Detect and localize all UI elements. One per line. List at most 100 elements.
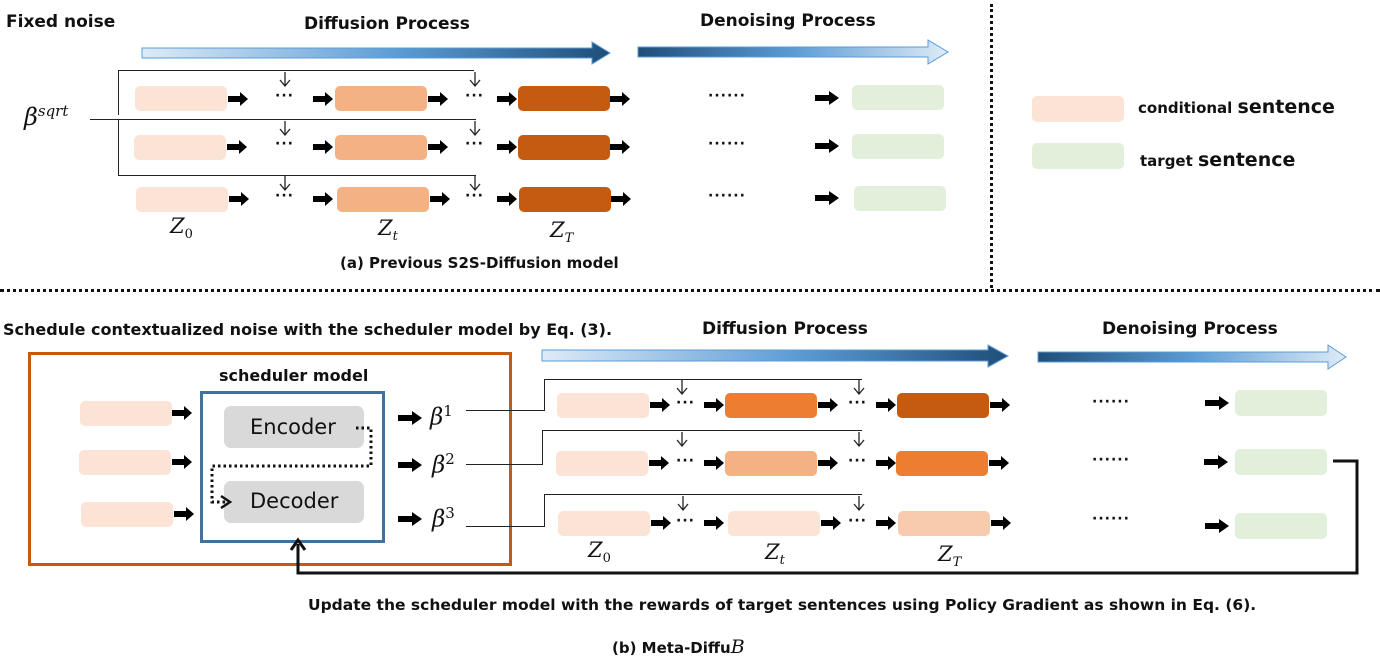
conditional-block	[134, 135, 226, 160]
conditional-block	[81, 502, 173, 527]
right-arrow-icon	[228, 92, 248, 106]
legend-swatch-conditional	[1032, 96, 1124, 122]
intermediate-block	[335, 135, 427, 160]
noise-line	[542, 430, 544, 465]
right-arrow-icon	[430, 192, 450, 206]
final-noise-block	[898, 511, 990, 536]
final-noise-block	[897, 393, 989, 418]
noise-line	[90, 119, 476, 121]
noise-line	[544, 379, 546, 411]
right-arrow-icon	[428, 92, 448, 106]
z0-label: Z0	[170, 214, 193, 243]
beta-sqrt-label: βsqrt	[24, 102, 68, 131]
ellipsis: ···	[275, 136, 294, 152]
intermediate-block	[335, 86, 427, 111]
denoising-process-arrow-a	[637, 39, 949, 65]
noise-line	[118, 175, 476, 177]
scheduler-model-box	[200, 391, 385, 543]
down-arrow-icon	[279, 121, 291, 137]
conditional-block	[556, 451, 648, 476]
right-arrow-icon	[227, 140, 247, 154]
right-arrow-icon	[398, 411, 422, 425]
right-arrow-icon	[876, 516, 896, 530]
zT-label: ZT	[938, 542, 962, 571]
denoising-process-arrow-b	[1037, 344, 1347, 370]
intermediate-block	[725, 393, 817, 418]
beta-2-label: β2	[432, 450, 455, 479]
noise-line	[544, 494, 862, 496]
noise-line	[544, 379, 862, 381]
right-arrow-icon	[650, 398, 670, 412]
right-arrow-icon	[610, 92, 630, 106]
right-arrow-icon	[704, 516, 724, 530]
right-arrow-icon	[1205, 396, 1229, 410]
conditional-block	[79, 450, 171, 475]
down-arrow-icon	[677, 496, 689, 512]
horizontal-divider	[0, 289, 1380, 292]
beta-symbol: β	[24, 103, 38, 131]
ellipsis: ······	[1092, 511, 1130, 527]
right-arrow-icon	[172, 406, 192, 420]
right-arrow-icon	[815, 191, 839, 205]
right-arrow-icon	[876, 456, 896, 470]
final-noise-block	[896, 451, 988, 476]
target-block	[854, 186, 946, 211]
conditional-block	[557, 393, 649, 418]
encoder-to-decoder-dotted-arrow	[210, 426, 373, 510]
right-arrow-icon	[991, 516, 1011, 530]
schedule-note: Schedule contextualized noise with the s…	[3, 320, 613, 339]
right-arrow-icon	[989, 456, 1009, 470]
right-arrow-icon	[1204, 455, 1228, 469]
target-block	[1235, 390, 1327, 416]
right-arrow-icon	[313, 92, 333, 106]
right-arrow-icon	[172, 455, 192, 469]
ellipsis: ···	[465, 188, 484, 204]
ellipsis: ···	[848, 513, 867, 529]
ellipsis: ······	[1092, 394, 1130, 410]
ellipsis: ···	[676, 513, 695, 529]
ellipsis: ···	[465, 136, 484, 152]
right-arrow-icon	[229, 192, 249, 206]
right-arrow-icon	[649, 456, 669, 470]
right-arrow-icon	[497, 140, 517, 154]
down-arrow-icon	[469, 72, 481, 88]
intermediate-block	[725, 451, 817, 476]
encoder-label: Encoder	[250, 415, 336, 439]
conditional-block	[80, 401, 172, 426]
right-arrow-icon	[428, 140, 448, 154]
final-noise-block	[518, 135, 610, 160]
right-arrow-icon	[990, 398, 1010, 412]
noise-line	[118, 70, 120, 115]
right-arrow-icon	[398, 512, 422, 526]
down-arrow-icon	[853, 432, 865, 448]
ellipsis: ···	[275, 188, 294, 204]
right-arrow-icon	[821, 516, 841, 530]
right-arrow-icon	[174, 507, 194, 521]
encoder-module	[224, 406, 364, 448]
zt-label: Zt	[378, 216, 398, 245]
ellipsis: ······	[708, 136, 746, 152]
right-arrow-icon	[398, 458, 422, 472]
ellipsis: ······	[708, 88, 746, 104]
reward-feedback-arrow	[289, 459, 1359, 575]
down-arrow-icon	[279, 72, 291, 88]
diffusion-process-arrow-b	[541, 344, 1010, 368]
ellipsis: ···	[676, 395, 695, 411]
scheduling-outer-box	[28, 352, 512, 566]
right-arrow-icon	[611, 192, 631, 206]
right-arrow-icon	[818, 456, 838, 470]
right-arrow-icon	[651, 516, 671, 530]
vertical-divider	[990, 4, 993, 288]
zT-label: ZT	[550, 218, 574, 247]
beta-superscript: sqrt	[37, 102, 69, 120]
legend-label-target: target sentence	[1140, 149, 1296, 171]
right-arrow-icon	[704, 456, 724, 470]
caption-a: (a) Previous S2S-Diffusion model	[340, 254, 619, 272]
target-block	[1235, 449, 1327, 475]
final-noise-block	[519, 187, 611, 212]
diffusion-process-arrow-a	[141, 41, 611, 65]
diffusion-process-label-b: Diffusion Process	[702, 319, 868, 339]
denoising-process-label-b: Denoising Process	[1102, 319, 1278, 339]
zt-label: Zt	[765, 540, 785, 569]
diffusion-process-label-a: Diffusion Process	[304, 14, 470, 34]
